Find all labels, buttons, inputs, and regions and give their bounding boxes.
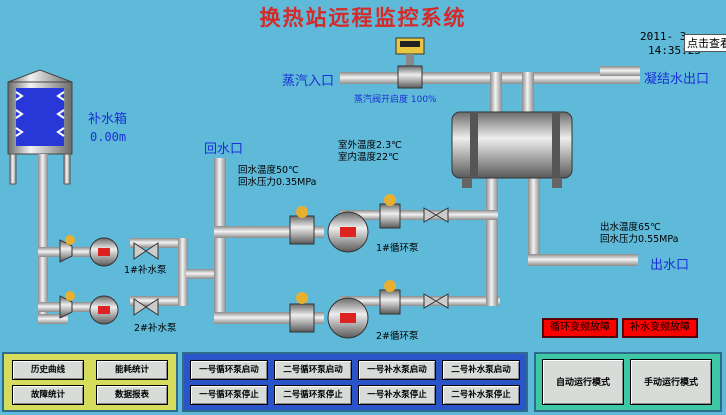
energy-stats-button[interactable]: 能耗统计 bbox=[96, 360, 168, 380]
makeup-pump-2-label: 2#补水泵 bbox=[134, 323, 177, 334]
makeup-pump-1-start-button[interactable]: 一号补水泵启动 bbox=[358, 360, 436, 380]
makeup-vfd-fault-indicator: 补水变频故障 bbox=[622, 318, 698, 338]
makeup-pump-1-stop-button[interactable]: 一号补水泵停止 bbox=[358, 385, 436, 405]
return-readings: 回水温度50℃ 回水压力0.35MPa bbox=[238, 165, 316, 189]
indoor-temperature: 室内温度22℃ bbox=[338, 152, 399, 163]
process-diagram bbox=[7, 37, 640, 339]
circulation-pump-1[interactable] bbox=[289, 194, 449, 253]
report-panel: 历史曲线 能耗统计 故障统计 数据报表 bbox=[2, 352, 178, 412]
return-pressure: 回水压力0.35MPa bbox=[238, 177, 317, 188]
supply-outlet-label: 出水口 bbox=[650, 258, 690, 273]
history-curve-button[interactable]: 历史曲线 bbox=[12, 360, 84, 380]
date-text: 2011- 3 bbox=[640, 30, 687, 43]
tank-level-value: 0.00m bbox=[90, 130, 127, 144]
condensate-outlet-label: 凝结水出口 bbox=[644, 72, 710, 87]
supply-temperature: 出水温度65℃ bbox=[600, 222, 661, 233]
makeup-pump-1-label: 1#补水泵 bbox=[124, 265, 167, 276]
circulation-pump-1-label: 1#循环泵 bbox=[376, 243, 419, 254]
circulation-pump-2[interactable] bbox=[289, 280, 449, 339]
return-inlet-label: 回水口 bbox=[204, 142, 244, 157]
steam-inlet-label: 蒸汽入口 bbox=[282, 74, 335, 89]
steam-pipes bbox=[340, 66, 640, 116]
outdoor-temperature: 室外温度2.3℃ bbox=[338, 140, 402, 151]
fault-stats-button[interactable]: 故障统计 bbox=[12, 385, 84, 405]
pump-control-panel: 一号循环泵启动 二号循环泵启动 一号补水泵启动 二号补水泵启动 一号循环泵停止 … bbox=[182, 352, 528, 412]
circulation-vfd-fault-indicator: 循环变频故障 bbox=[542, 318, 618, 338]
mode-panel: 自动运行模式 手动运行模式 bbox=[534, 352, 722, 412]
page-title: 换热站远程监控系统 bbox=[259, 5, 467, 30]
steam-valve[interactable] bbox=[395, 37, 425, 89]
click-hint-tooltip[interactable]: 点击查看 bbox=[684, 34, 726, 52]
makeup-tank bbox=[7, 69, 73, 185]
auto-mode-button[interactable]: 自动运行模式 bbox=[542, 359, 624, 405]
steam-valve-opening: 蒸汽阀开启度 100% bbox=[354, 95, 437, 105]
makeup-pump-1[interactable] bbox=[59, 235, 159, 267]
circ-pump-2-start-button[interactable]: 二号循环泵启动 bbox=[274, 360, 352, 380]
data-report-button[interactable]: 数据报表 bbox=[96, 385, 168, 405]
tank-water-level bbox=[16, 88, 64, 146]
heat-exchanger bbox=[451, 111, 573, 188]
ambient-readings: 室外温度2.3℃ 室内温度22℃ bbox=[338, 140, 402, 164]
makeup-pump-2[interactable] bbox=[59, 291, 159, 325]
return-temperature: 回水温度50℃ bbox=[238, 165, 299, 176]
circulation-pump-2-label: 2#循环泵 bbox=[376, 331, 419, 342]
makeup-tank-label: 补水箱 bbox=[88, 112, 128, 127]
supply-pressure: 回水压力0.55MPa bbox=[600, 234, 679, 245]
circ-pump-1-stop-button[interactable]: 一号循环泵停止 bbox=[190, 385, 268, 405]
manual-mode-button[interactable]: 手动运行模式 bbox=[630, 359, 712, 405]
makeup-pump-2-stop-button[interactable]: 二号补水泵停止 bbox=[442, 385, 520, 405]
circ-pump-1-start-button[interactable]: 一号循环泵启动 bbox=[190, 360, 268, 380]
circ-pump-2-stop-button[interactable]: 二号循环泵停止 bbox=[274, 385, 352, 405]
supply-readings: 出水温度65℃ 回水压力0.55MPa bbox=[600, 222, 678, 246]
makeup-pump-2-start-button[interactable]: 二号补水泵启动 bbox=[442, 360, 520, 380]
